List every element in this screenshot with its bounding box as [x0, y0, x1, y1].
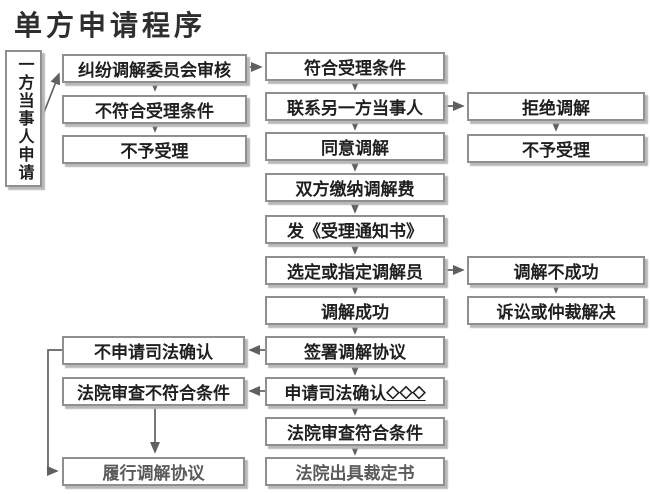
- node-not-meet-conditions: 不符合受理条件: [62, 95, 247, 124]
- node-court-review-pass: 法院审查符合条件: [265, 417, 445, 446]
- page-title: 单方申请程序: [14, 11, 207, 42]
- node-select-mediator: 选定或指定调解员: [265, 256, 445, 285]
- node-pay-fee: 双方缴纳调解费: [265, 173, 445, 202]
- node-no-judicial-confirmation: 不申请司法确认: [62, 336, 245, 365]
- arrow-nojudicial-to-perform: [46, 349, 62, 477]
- node-apply-judicial-confirmation: 申请司法确认◇◇◇: [265, 377, 445, 406]
- node-refuse-mediation: 拒绝调解: [467, 92, 645, 121]
- node-sign-agreement: 签署调解协议: [265, 336, 445, 365]
- apply-judicial-diamonds: ◇◇◇: [386, 381, 426, 401]
- arrow-start-to-committee: [40, 72, 61, 121]
- apply-judicial-label: 申请司法确认: [284, 384, 387, 403]
- node-not-accepted-right: 不予受理: [467, 134, 645, 163]
- node-mediation-success: 调解成功: [265, 296, 445, 325]
- node-court-ruling: 法院出具裁定书: [265, 457, 445, 486]
- node-issue-notice: 发《受理通知书》: [265, 215, 445, 244]
- node-meets-conditions: 符合受理条件: [265, 52, 445, 81]
- node-perform-agreement: 履行调解协议: [62, 457, 245, 486]
- node-court-review-fail: 法院审查不符合条件: [62, 377, 245, 406]
- node-committee-review: 纠纷调解委员会审核: [62, 54, 247, 83]
- node-mediation-fail: 调解不成功: [467, 256, 645, 285]
- node-agree-mediation: 同意调解: [265, 132, 445, 161]
- node-start-party-application: 一方当事人申请: [5, 50, 42, 187]
- node-contact-other-party: 联系另一方当事人: [265, 92, 445, 121]
- node-not-accepted-left: 不予受理: [62, 135, 247, 164]
- node-litigation-arbitration: 诉讼或仲裁解决: [467, 296, 645, 325]
